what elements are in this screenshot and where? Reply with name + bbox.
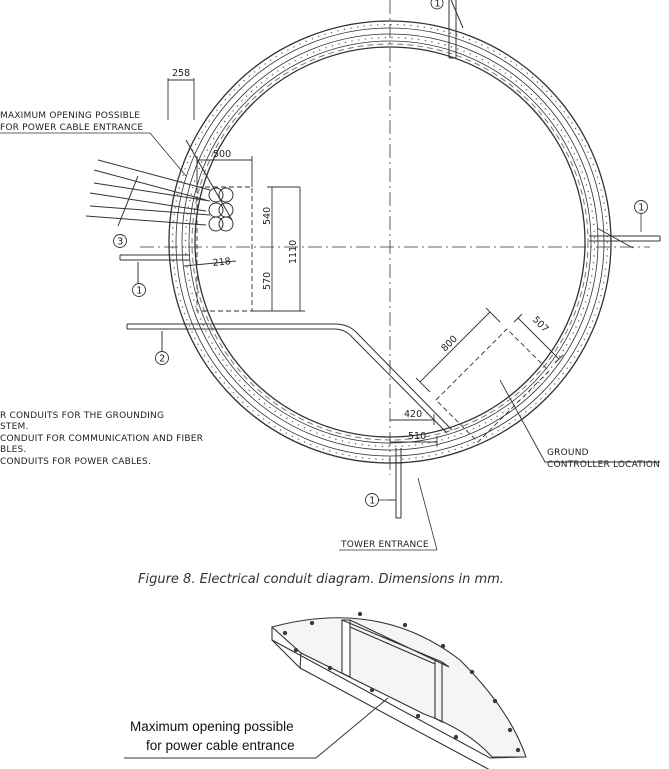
conduit-top: [448, 0, 464, 59]
conduit-right: [589, 227, 661, 249]
center-lines: [140, 0, 650, 475]
opening-label-line1: Maximum opening possible: [130, 719, 294, 734]
svg-text:CONDUIT FOR COMMUNICATION AND: CONDUIT FOR COMMUNICATION AND FIBER: [0, 434, 203, 444]
svg-text:3: 3: [117, 237, 123, 248]
dim-420: 420: [404, 409, 422, 420]
callout-2: 2: [155, 351, 169, 365]
svg-text:1: 1: [136, 286, 142, 297]
svg-text:1: 1: [369, 496, 375, 507]
max-opening-note: MAXIMUM OPENING POSSIBLE FOR POWER CABLE…: [0, 111, 187, 177]
dim-510: 510: [408, 431, 426, 442]
svg-text:2: 2: [159, 354, 165, 365]
dim-1110: 1110: [288, 240, 299, 264]
opening-label-line2: for power cable entrance: [146, 738, 295, 753]
power-conduits: [85, 139, 234, 232]
svg-text:GROUND: GROUND: [547, 448, 589, 458]
callout-3: 3: [113, 234, 127, 248]
callout-1-right: 1: [634, 200, 648, 232]
power-opening-outline: [167, 78, 305, 312]
ground-controller-outline: [415, 307, 660, 463]
svg-text:1: 1: [638, 203, 644, 214]
communication-conduit: [126, 323, 453, 434]
figure-8-caption: Figure 8. Electrical conduit diagram. Di…: [138, 572, 504, 587]
conduit-legend: R CONDUITS FOR THE GROUNDING STEM. CONDU…: [0, 411, 203, 467]
dim-540: 540: [262, 207, 273, 225]
svg-text:STEM.: STEM.: [0, 422, 29, 432]
ground-controller-label: GROUND CONTROLLER LOCATION: [547, 448, 660, 470]
svg-text:FOR POWER CABLE ENTRANCE: FOR POWER CABLE ENTRANCE: [0, 123, 143, 133]
svg-text:MAXIMUM OPENING POSSIBLE: MAXIMUM OPENING POSSIBLE: [0, 111, 140, 121]
dim-570: 570: [262, 272, 273, 290]
flange-section-drawing: [270, 611, 527, 769]
conduit-bottom: [388, 448, 402, 519]
dim-258: 258: [172, 68, 190, 79]
dim-218: 218: [212, 256, 231, 269]
tower-entrance-label: TOWER ENTRANCE: [339, 477, 438, 551]
svg-text:1: 1: [435, 0, 441, 10]
dim-800: 800: [439, 334, 460, 355]
svg-text:CONDUITS FOR POWER CABLES.: CONDUITS FOR POWER CABLES.: [0, 457, 151, 467]
svg-text:R CONDUITS FOR THE GROUNDING: R CONDUITS FOR THE GROUNDING: [0, 411, 164, 421]
svg-text:BLES.: BLES.: [0, 445, 26, 455]
svg-text:CONTROLLER LOCATION: CONTROLLER LOCATION: [547, 460, 660, 470]
dim-500: 500: [213, 149, 231, 160]
dim-507: 507: [530, 314, 551, 335]
callout-1-left: 1: [132, 283, 146, 297]
conduit-left: [119, 254, 190, 284]
callout-1-top: 1: [430, 0, 444, 10]
bottom-dimensions: [390, 414, 438, 447]
opening-leader: [124, 697, 389, 759]
callout-1-bottom: 1: [365, 493, 388, 507]
svg-text:TOWER ENTRANCE: TOWER ENTRANCE: [340, 540, 429, 550]
